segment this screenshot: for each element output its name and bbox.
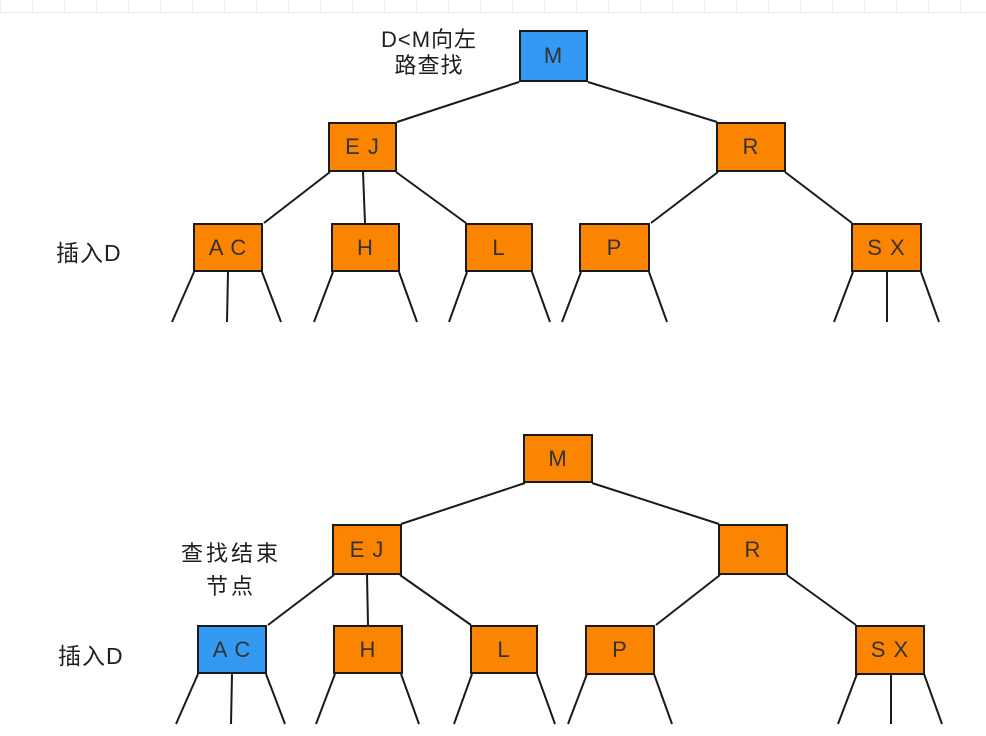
- node-top-m[interactable]: M: [519, 30, 588, 82]
- tree-edge-line: [267, 574, 335, 626]
- child-pointer-line: [448, 271, 468, 323]
- node-top-sx[interactable]: S X: [851, 223, 922, 272]
- node-bottom-ac[interactable]: A C: [197, 625, 267, 674]
- child-pointer-line: [833, 271, 854, 323]
- insert-d-label-top: 插入D: [56, 240, 122, 266]
- tree-edge-line: [591, 482, 720, 525]
- child-pointer-line: [226, 271, 229, 323]
- child-pointer-line: [171, 271, 195, 323]
- tree-edge-line: [784, 171, 853, 224]
- tree-edge-line: [786, 574, 857, 626]
- child-pointer-line: [536, 673, 556, 725]
- node-top-ac[interactable]: A C: [193, 223, 263, 272]
- node-bottom-l[interactable]: L: [470, 625, 538, 674]
- insert-d-label-bottom: 插入D: [58, 643, 124, 669]
- tree-edge-line: [650, 171, 719, 224]
- node-top-ej[interactable]: E J: [328, 122, 397, 172]
- tree-edge-line: [400, 482, 526, 525]
- tree-edge-line: [362, 171, 366, 224]
- child-pointer-line: [315, 673, 336, 725]
- tree-edge-line: [366, 574, 369, 626]
- node-bottom-ej[interactable]: E J: [332, 524, 402, 575]
- annotation-line: 查找结束: [180, 541, 281, 566]
- node-bottom-h[interactable]: H: [333, 625, 403, 674]
- node-bottom-r[interactable]: R: [718, 524, 788, 575]
- node-bottom-p[interactable]: P: [585, 625, 655, 675]
- tree-edge-line: [395, 171, 467, 224]
- tree-edge-line: [263, 171, 331, 224]
- child-pointer-line: [923, 673, 943, 725]
- child-pointer-line: [398, 271, 418, 323]
- child-pointer-line: [313, 271, 334, 323]
- child-pointer-line: [400, 673, 420, 725]
- tree-edge-line: [399, 574, 472, 626]
- node-top-h[interactable]: H: [331, 223, 400, 272]
- search-direction-annotation: D<M向左 路查找: [366, 27, 492, 79]
- annotation-line: D<M向左: [380, 27, 478, 52]
- child-pointer-line: [920, 271, 940, 323]
- tree-edge-line: [587, 81, 718, 123]
- annotation-line: 路查找: [394, 53, 464, 78]
- child-pointer-line: [648, 271, 668, 323]
- child-pointer-line: [261, 271, 282, 323]
- child-pointer-line: [567, 673, 588, 725]
- child-pointer-line: [175, 673, 199, 725]
- child-pointer-line: [653, 673, 673, 725]
- tree-edge-line: [655, 574, 721, 626]
- child-pointer-line: [453, 673, 473, 725]
- child-pointer-line: [531, 271, 551, 323]
- child-pointer-line: [837, 673, 858, 725]
- child-pointer-line: [230, 673, 233, 725]
- node-top-r[interactable]: R: [716, 122, 786, 172]
- node-top-p[interactable]: P: [579, 223, 650, 272]
- annotation-line: 节点: [205, 574, 256, 599]
- node-bottom-m[interactable]: M: [523, 434, 593, 483]
- tree-edge-line: [396, 81, 520, 123]
- child-pointer-line: [265, 673, 286, 725]
- node-top-l[interactable]: L: [465, 223, 533, 272]
- search-end-node-annotation: 查找结束 节点: [161, 537, 301, 603]
- node-bottom-sx[interactable]: S X: [855, 625, 925, 675]
- child-pointer-line: [561, 271, 582, 323]
